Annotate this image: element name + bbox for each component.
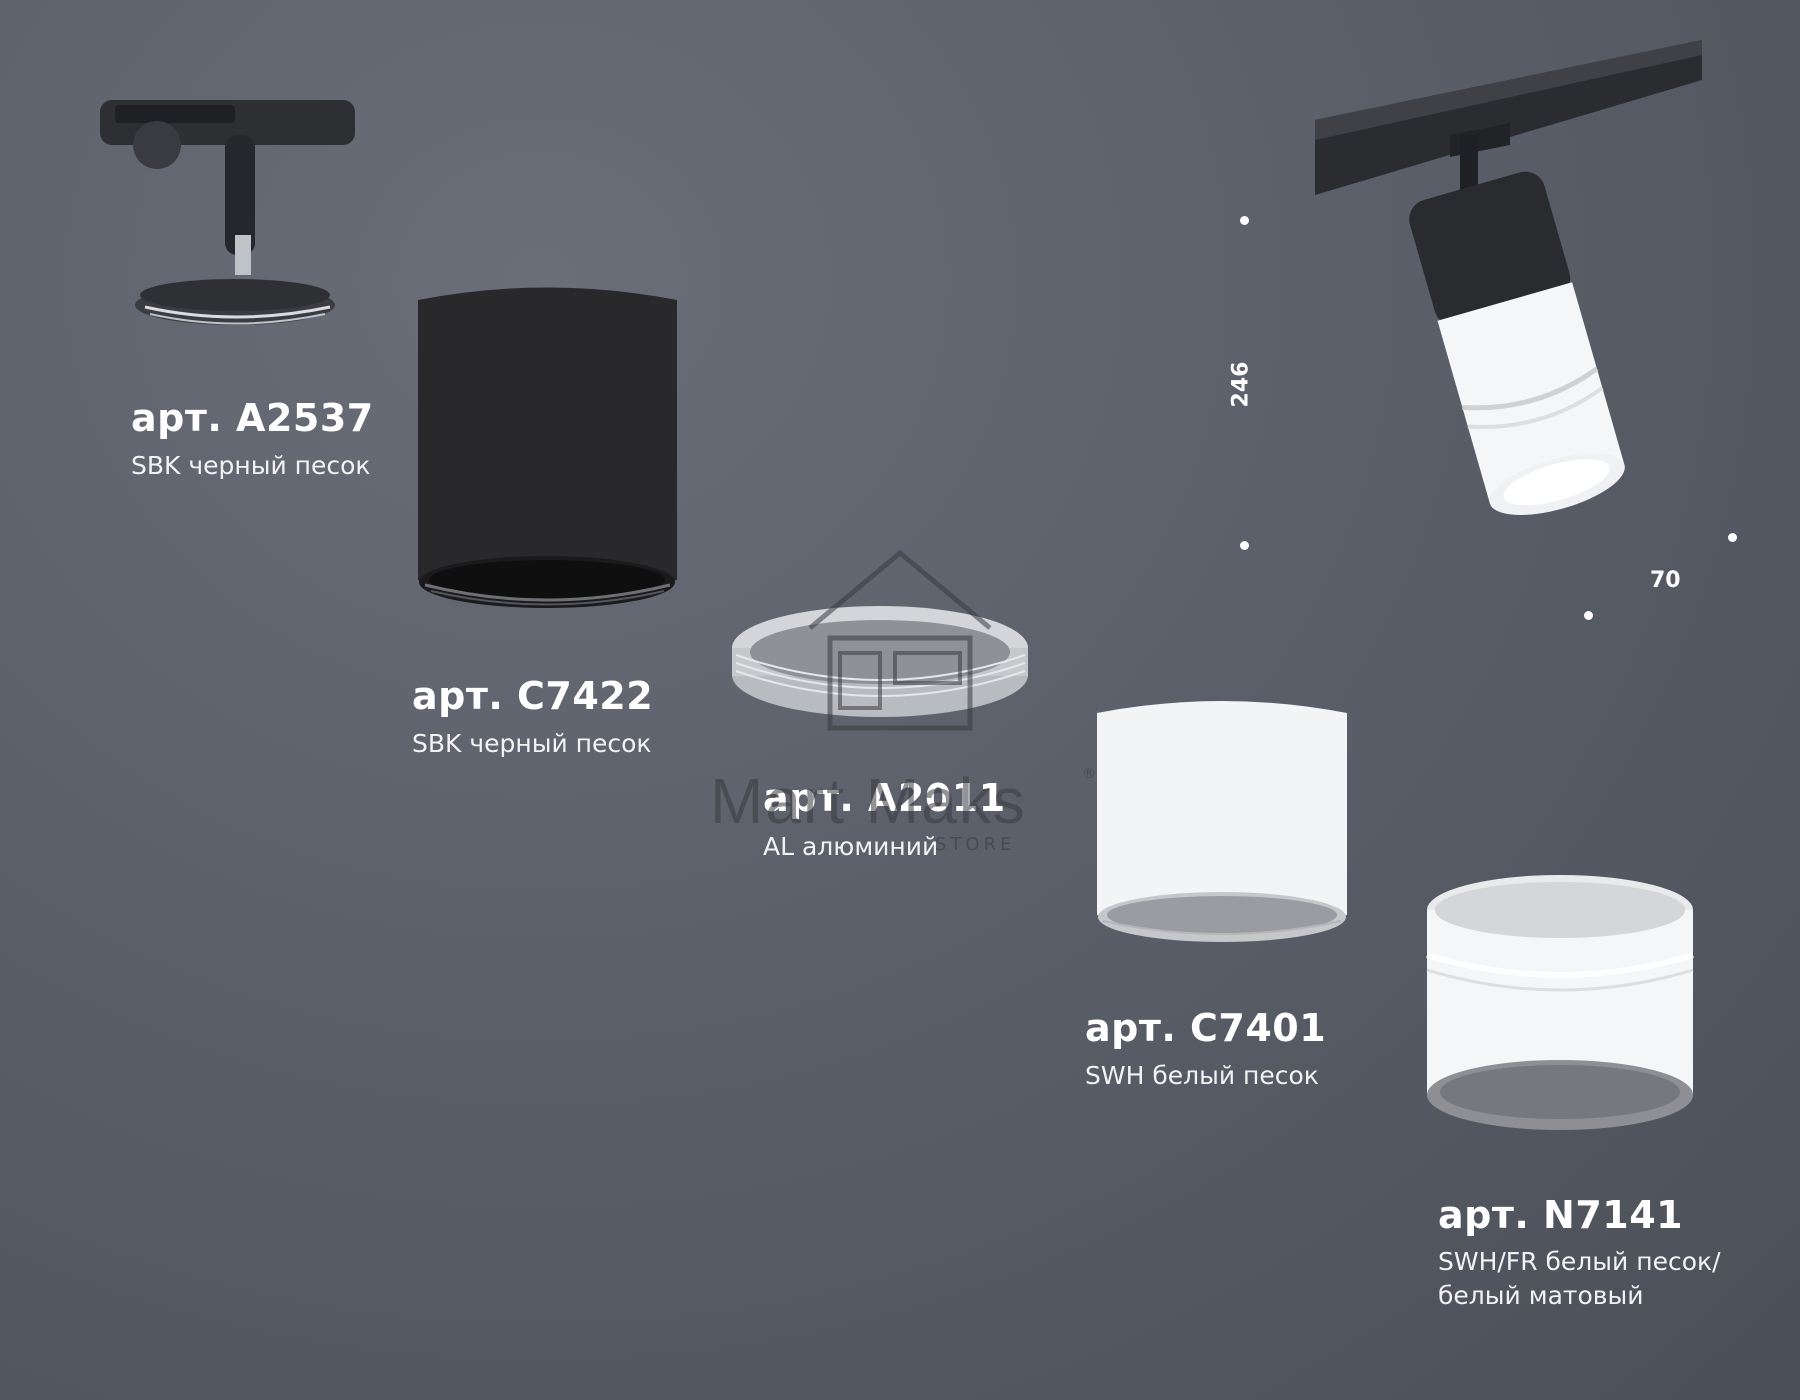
product-a2537-finish: SBK черный песок (131, 451, 371, 480)
diameter-dimension: 70 (1650, 568, 1681, 593)
watermark-registered: ® (1082, 766, 1096, 782)
dimension-dot-bottom (1240, 541, 1249, 550)
house-logo-icon (808, 549, 992, 731)
dimension-dot-left (1584, 611, 1593, 620)
black-cylinder-image (418, 287, 677, 608)
product-a2011-finish: AL алюминий (763, 832, 939, 861)
watermark-sub: STORE (935, 834, 1016, 855)
product-c7401-finish: SWH белый песок (1085, 1061, 1319, 1090)
product-n7141-finish-line1: SWH/FR белый песок/ (1438, 1247, 1721, 1276)
product-c7401-art: арт. C7401 (1085, 1006, 1327, 1050)
product-c7422-art: арт. C7422 (412, 674, 654, 718)
product-n7141-finish-line2: белый матовый (1438, 1281, 1644, 1310)
dimension-dot-right (1728, 533, 1737, 542)
dimension-dot-top (1240, 216, 1249, 225)
white-cylinder-image (1097, 701, 1347, 942)
track-adapter-image (100, 100, 355, 325)
frosted-cylinder-image (1426, 875, 1694, 1130)
product-c7422-finish: SBK черный песок (412, 729, 652, 758)
product-n7141-art: арт. N7141 (1438, 1193, 1684, 1237)
product-a2011-art: арт. A2011 (763, 776, 1006, 820)
watermark-brand: Mart Maks (710, 765, 1027, 837)
product-a2537-art: арт. A2537 (131, 396, 374, 440)
height-dimension: 246 (1228, 361, 1254, 408)
assembled-track-light-image (1315, 40, 1702, 515)
